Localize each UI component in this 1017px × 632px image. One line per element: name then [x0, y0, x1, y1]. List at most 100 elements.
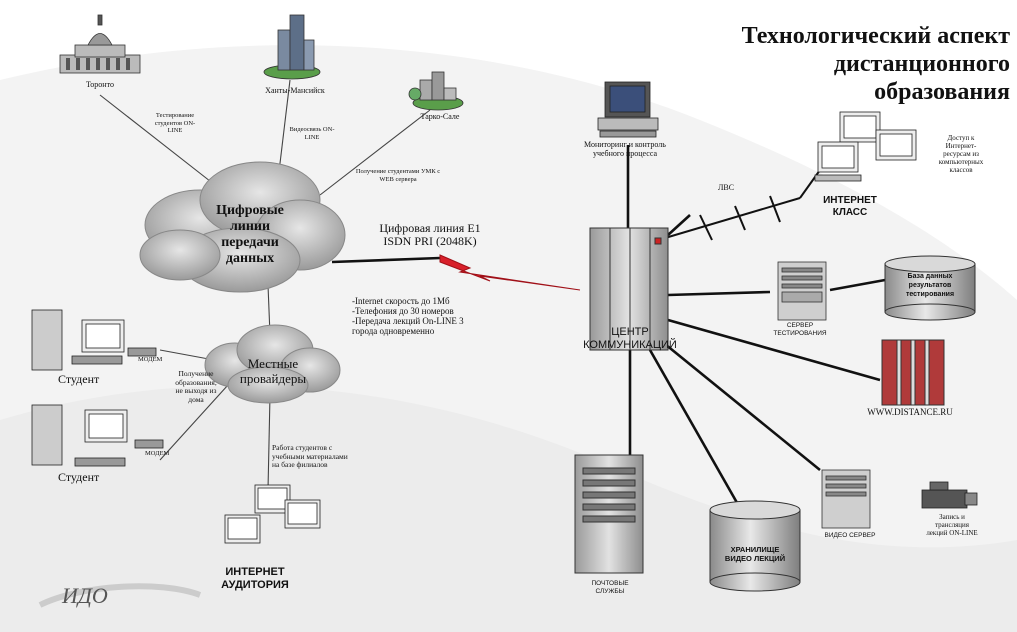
link-label-testing-line: Тестирование [155, 112, 195, 119]
feature-item: -Internet скорость до 1Мб [352, 296, 450, 306]
city-label-toronto: Торонто [86, 80, 114, 89]
cloud-local-label: Местные провайдеры [228, 356, 318, 386]
link-label-web-line: WEB сервера [379, 175, 417, 183]
internet-class-line: КЛАСС [832, 207, 868, 218]
communication-center-server-icon [589, 227, 669, 351]
internet-class-label: ИНТЕРНЕТ КЛАСС [810, 195, 890, 219]
database-line: результатов [908, 282, 952, 289]
video-storage-drum-icon [709, 500, 801, 592]
student-note-line: дома [188, 394, 204, 404]
website-label: WWW.DISTANCE.RU [867, 407, 953, 417]
lan-bus [664, 169, 821, 241]
center-line: КОММУНИКАЦИЙ [583, 339, 677, 351]
video-storage-line: ХРАНИЛИЩЕ [730, 545, 780, 554]
student-computer-1-icon [31, 309, 157, 371]
link-label-testing: Тестирование студентов ON- LINE [140, 112, 210, 135]
video-camera-icon [921, 481, 978, 509]
link-label-web-line: Получение студентами УМК с [355, 168, 441, 175]
tarko-sale-icon [408, 71, 464, 111]
student-label-2: Студент [58, 470, 100, 484]
video-storage-label: ХРАНИЛИЩЕ ВИДЕО ЛЕКЦИЙ [710, 545, 800, 563]
cloud-digital-lines [139, 161, 346, 293]
link-label-video-line: Видеосвязь ON- [289, 126, 335, 133]
cloud-local-providers [204, 324, 341, 404]
internet-access-line: классов [949, 166, 973, 174]
recording-line: лекций ON-LINE [926, 529, 978, 537]
recording-line: Запись и [939, 513, 965, 521]
monitoring-computer-icon [597, 81, 659, 138]
city-label-tarko: Тарко-Сале [420, 112, 460, 121]
mail-line: СЛУЖБЫ [595, 587, 625, 595]
monitoring-line: учебного процесса [592, 149, 658, 158]
toronto-building-icon [59, 14, 141, 74]
khanty-skyscrapers-icon [263, 14, 321, 80]
recording-note: Запись и трансляция лекций ON-LINE [912, 513, 992, 537]
internet-auditorium-line: ИНТЕРНЕТ [225, 566, 285, 578]
cloud-local-line: провайдеры [239, 371, 307, 386]
logo-swoosh [38, 583, 202, 608]
web-server-icon [881, 339, 945, 406]
mail-label: ПОЧТОВЫЕ СЛУЖБЫ [570, 580, 650, 595]
test-server-icon [777, 261, 827, 321]
student-note-line: Получение [178, 369, 214, 378]
internet-access-line: ресурсам из [943, 150, 979, 158]
database-line: База данных [907, 273, 953, 280]
link-label-testing-line: LINE [167, 127, 183, 134]
filial-note-line: на базе филиалов [272, 460, 328, 469]
lan-label: ЛВС [718, 183, 735, 192]
student-label-1: Студент [58, 372, 100, 386]
cloud-digital-line: данных [225, 251, 275, 266]
student-computer-2-icon [31, 404, 164, 467]
title-line-1: Технологический аспект [741, 23, 1010, 49]
link-label-video: Видеосвязь ON- LINE [282, 126, 342, 141]
student-note-line: не выходя из [175, 386, 217, 395]
link-label-web: Получение студентами УМК с WEB сервера [348, 168, 448, 183]
cloud-digital-line: передачи [221, 235, 279, 250]
student-note-line: образования, [175, 377, 217, 387]
e1-line-text: Цифровая линия E1 [379, 221, 481, 235]
internet-auditorium-computers-icon [224, 484, 321, 544]
feature-item: -Передача лекций On-LINE 3 [352, 316, 464, 326]
city-label-khanty: Ханты-Мансийск [265, 86, 325, 95]
feature-item: города одновременно [352, 326, 435, 336]
internet-class-computers-icon [814, 111, 917, 182]
cloud-digital-label: Цифровые линии передачи данных [200, 203, 300, 267]
cloud-digital-line: Цифровые [216, 203, 284, 218]
center-label: ЦЕНТР КОММУНИКАЦИЙ [555, 326, 705, 352]
database-label: База данных результатов тестирования [890, 272, 970, 299]
center-line: ЦЕНТР [611, 326, 649, 338]
database-line: тестирования [905, 291, 955, 298]
ido-logo: ИДО [62, 583, 108, 608]
title-line-3: образования [874, 79, 1010, 105]
link-label-testing-line: студентов ON- [154, 119, 196, 127]
recording-line: трансляция [934, 521, 970, 529]
e1-line-label: Цифровая линия E1 ISDN PRI (2048K) [360, 222, 500, 248]
mail-server-icon [574, 454, 644, 574]
cloud-digital-line: линии [229, 219, 271, 234]
modem-label-1: МОДЕМ [138, 356, 163, 363]
video-server-label: ВИДЕО СЕРВЕР [824, 532, 876, 539]
internet-auditorium-line: АУДИТОРИЯ [221, 579, 289, 591]
student-note: Получение образования, не выходя из дома [166, 369, 226, 404]
internet-access-line: Доступ к [947, 134, 975, 142]
test-server-line: СЕРВЕР [786, 322, 814, 329]
center-links [331, 145, 886, 509]
database-drum-icon [884, 255, 976, 321]
e1-lightning [439, 254, 581, 291]
modem-label-2: МОДЕМ [145, 450, 170, 457]
monitoring-line: Мониторинг и контроль [584, 140, 666, 149]
internet-access-line: компьютерных [938, 158, 984, 166]
filial-note-line: учебными материалами [272, 451, 348, 461]
feature-item: -Телефония до 30 номеров [352, 306, 454, 316]
video-server-icon [821, 469, 871, 529]
filial-note-line: Работа студентов с [272, 443, 333, 452]
monitoring-label: Мониторинг и контроль учебного процесса [560, 140, 690, 158]
internet-access-line: Интернет- [945, 142, 977, 150]
connection-lines [99, 79, 431, 491]
link-label-video-line: LINE [304, 133, 320, 141]
title-line-2: дистанционного [833, 51, 1010, 77]
internet-auditorium-label: ИНТЕРНЕТ АУДИТОРИЯ [205, 566, 305, 592]
e1-line-text: ISDN PRI (2048K) [383, 234, 477, 248]
